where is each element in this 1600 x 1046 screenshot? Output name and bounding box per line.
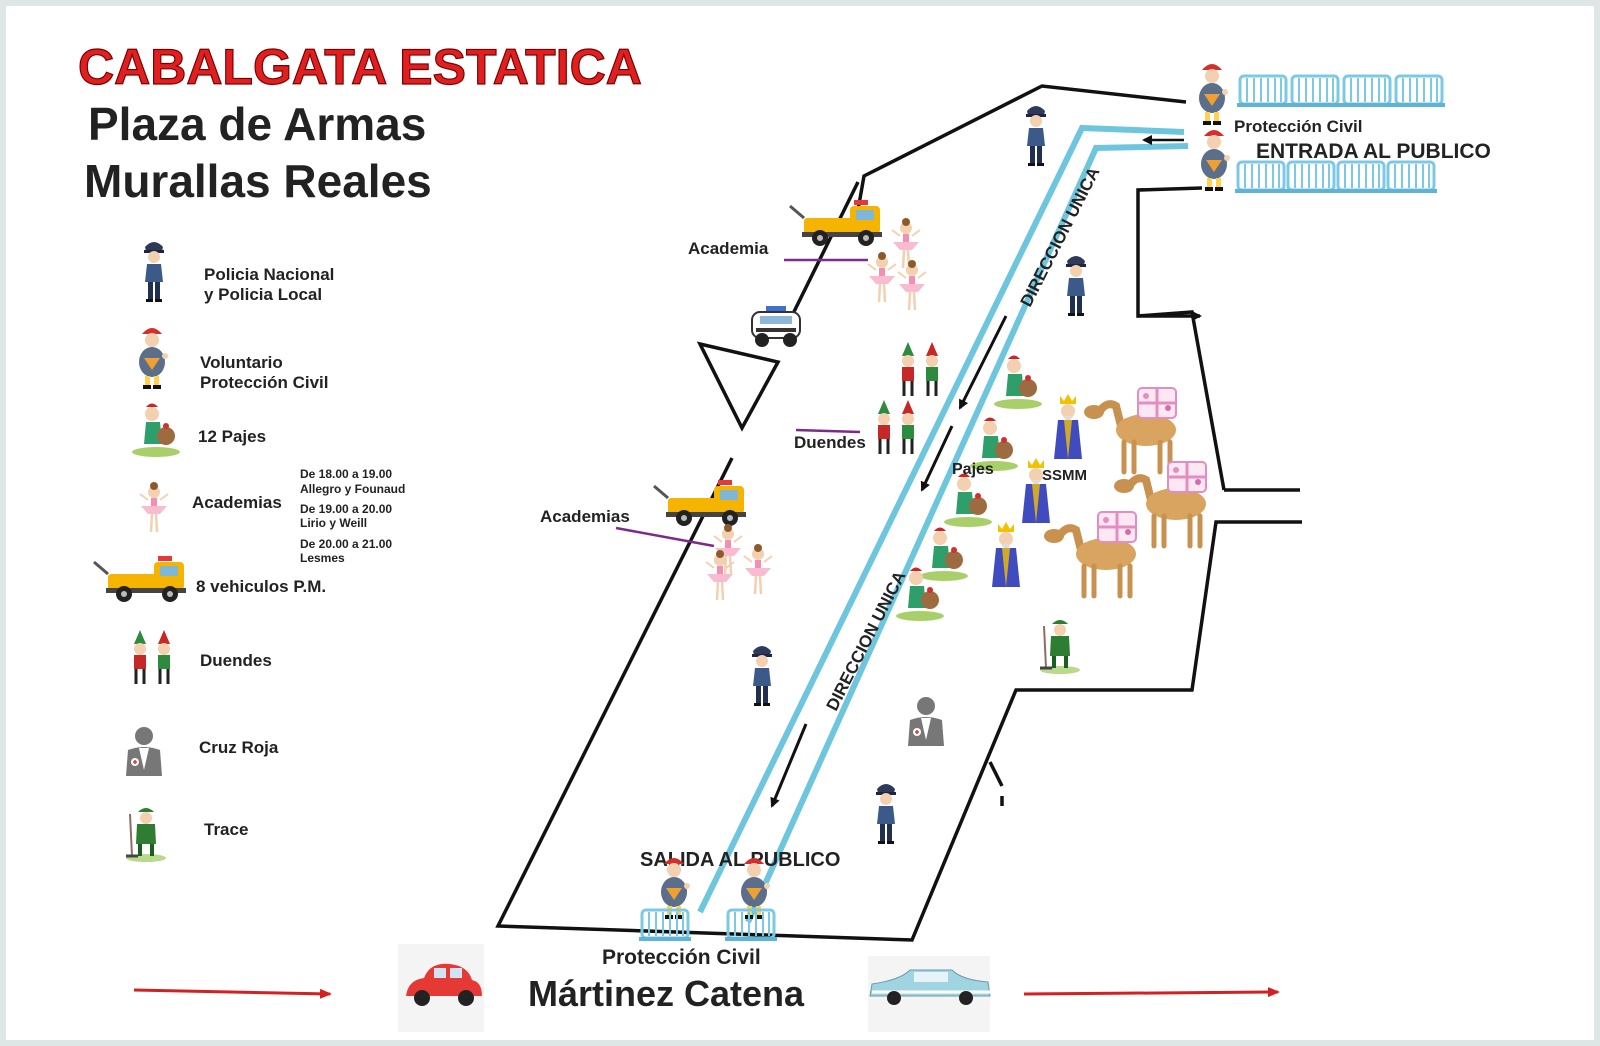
dancer-icon xyxy=(890,216,922,270)
legend-horario-1a: De 18.00 a 19.00 xyxy=(300,467,392,481)
legend-voluntario-2: Protección Civil xyxy=(200,373,328,392)
police-icon xyxy=(752,646,772,706)
map-sheet: CABALGATA ESTATICA Plaza de Armas Murall… xyxy=(6,6,1594,1040)
legend-policia-1: Policia Nacional xyxy=(204,265,334,284)
legend-horario-1b: Allegro y Founaud xyxy=(300,482,405,496)
barrier-icon xyxy=(1383,160,1439,195)
legend-cruz-roja: Cruz Roja xyxy=(199,738,279,757)
street: Mártinez Catena xyxy=(133,944,1280,1032)
subtitle-murallas: Murallas Reales xyxy=(84,155,432,207)
volunteer-icon xyxy=(1201,130,1230,191)
direction-arrows xyxy=(770,315,1008,808)
legend: Policia Nacional y Policia Local Volunta… xyxy=(92,242,405,864)
tow-truck-icon xyxy=(92,554,188,604)
barrier-icon xyxy=(1339,74,1395,109)
legend-duendes: Duendes xyxy=(200,651,272,670)
elves-icon xyxy=(876,398,916,456)
legend-horario-2a: De 19.00 a 20.00 xyxy=(300,502,392,516)
trace-worker-icon xyxy=(124,806,168,864)
elves-icon xyxy=(132,628,172,686)
legend-horario-3b: Lesmes xyxy=(300,551,345,565)
legend-voluntario-1: Voluntario xyxy=(200,353,283,372)
legend-horario-2b: Lirio y Weill xyxy=(300,516,367,530)
entrada-label: ENTRADA AL PUBLICO xyxy=(1256,140,1491,163)
police-icon xyxy=(1026,106,1046,166)
elves-icon xyxy=(900,340,940,398)
trace-worker-icon xyxy=(1038,618,1082,676)
salida-label: SALIDA AL PUBLICO xyxy=(640,849,840,871)
barrier-icon xyxy=(1287,74,1343,109)
paje-icon xyxy=(132,403,180,457)
tow-truck-icon xyxy=(788,198,884,248)
paje-icon xyxy=(920,527,968,581)
king-icon xyxy=(992,522,1020,587)
barrier-icon xyxy=(1333,160,1389,195)
legend-pajes: 12 Pajes xyxy=(198,427,266,446)
event-map: CABALGATA ESTATICA Plaza de Armas Murall… xyxy=(77,38,1491,1032)
one-way-path xyxy=(697,124,1189,924)
pajes-label: Pajes xyxy=(952,461,994,478)
barrier-icon xyxy=(637,908,693,943)
street-name: Mártinez Catena xyxy=(528,973,805,1014)
plaza-outline xyxy=(495,84,1302,942)
dancer-icon xyxy=(866,250,898,304)
entrance-area: Protección Civil ENTRADA AL PUBLICO xyxy=(1199,64,1491,195)
legend-policia-2: y Policia Local xyxy=(204,285,322,304)
paje-icon xyxy=(944,473,992,527)
barrier-icon xyxy=(1283,160,1339,195)
legend-horario-3a: De 20.00 a 21.00 xyxy=(300,537,392,551)
camel-icon xyxy=(1044,512,1136,596)
barrier-icon xyxy=(1233,160,1289,195)
barrier-icon xyxy=(1391,74,1447,109)
dancer-icon xyxy=(138,480,170,534)
police-icon xyxy=(144,242,164,302)
proteccion-civil-bottom-label: Protección Civil xyxy=(602,946,761,969)
subtitle-plaza: Plaza de Armas xyxy=(88,98,426,150)
volunteer-icon xyxy=(1199,64,1228,125)
legend-academias: Academias xyxy=(192,493,282,512)
academias-label: Academias xyxy=(540,507,630,526)
police-car-icon xyxy=(751,305,801,348)
red-cross-icon xyxy=(125,726,163,777)
volunteer-icon xyxy=(139,328,168,389)
ssmm-label: SSMM xyxy=(1042,467,1087,484)
map-title: CABALGATA ESTATICA xyxy=(78,39,642,95)
duendes-label: Duendes xyxy=(794,433,866,452)
legend-vehiculos: 8 vehiculos P.M. xyxy=(196,577,326,596)
king-icon xyxy=(1054,394,1082,459)
red-cross-icon xyxy=(907,696,945,747)
dancer-icon xyxy=(742,542,774,596)
exit-area: SALIDA AL PUBLICO Protección Civil xyxy=(602,849,840,969)
police-icon xyxy=(1066,256,1086,316)
direccion-unica-bottom: DIRECCION UNICA xyxy=(823,568,910,714)
proteccion-civil-top-label: Protección Civil xyxy=(1234,117,1362,136)
camel-icon xyxy=(1084,388,1176,472)
police-icon xyxy=(876,784,896,844)
academia-label: Academia xyxy=(688,239,769,258)
legend-trace: Trace xyxy=(204,820,248,839)
barrier-icon xyxy=(1235,74,1291,109)
